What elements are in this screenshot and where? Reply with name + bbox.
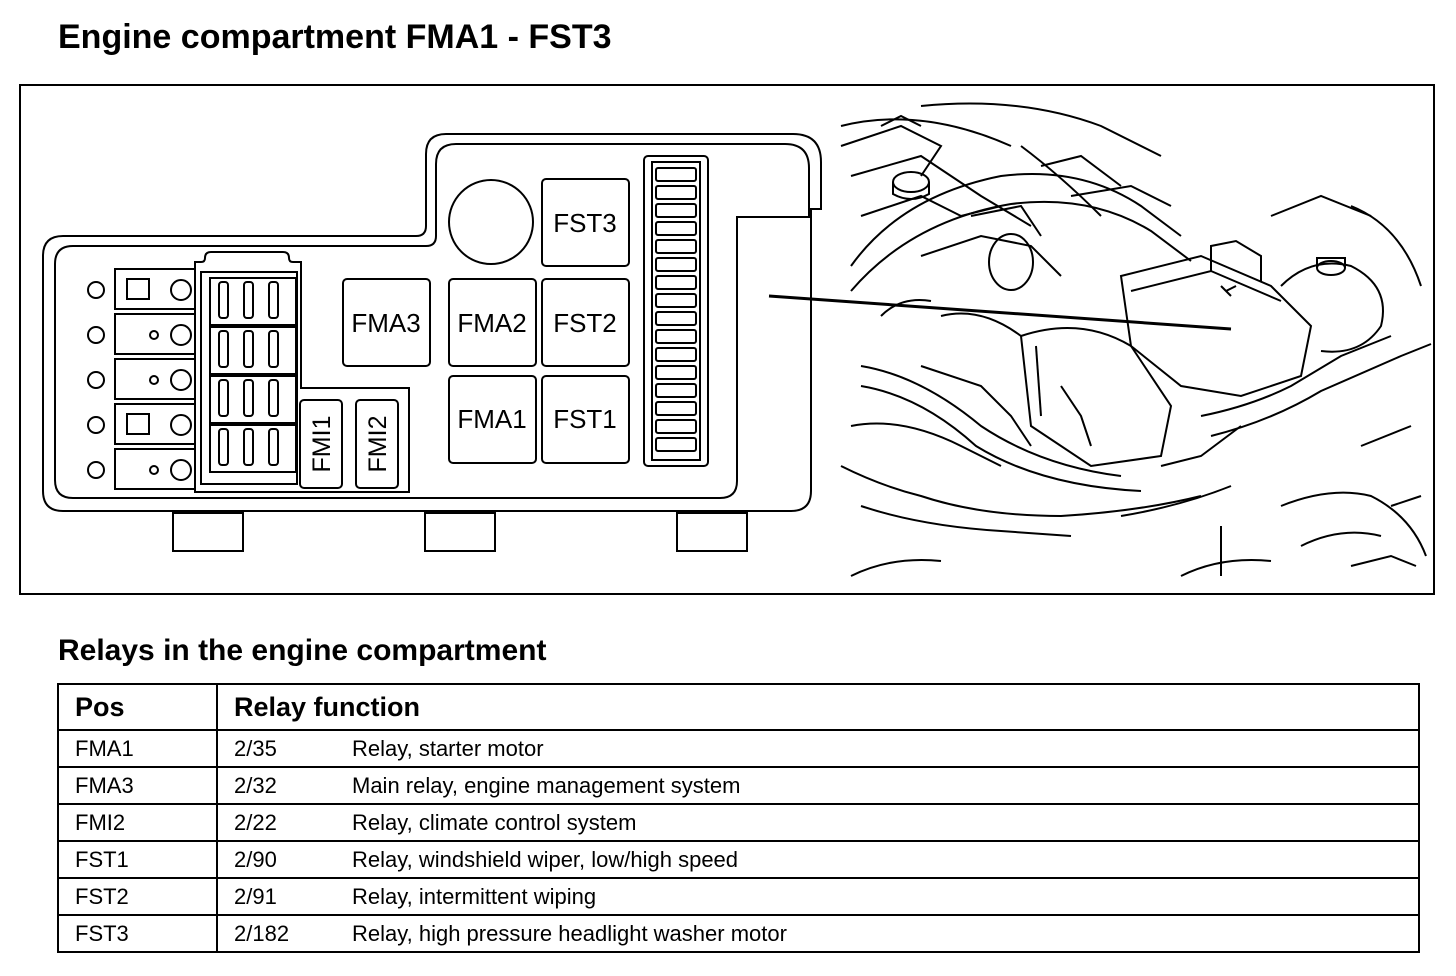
fuse-holder: [194, 251, 410, 493]
table-row: FST3 2/182 Relay, high pressure headlight…: [57, 914, 1420, 953]
table-row: FST2 2/91 Relay, intermittent wiping: [57, 877, 1420, 916]
relay-fst1: [541, 375, 630, 464]
terminal-block: [87, 268, 196, 490]
relay-fst2: [541, 278, 630, 367]
table-header-row: Pos Relay function: [57, 683, 1420, 731]
page-title: Engine compartment FMA1 - FST3: [58, 18, 612, 56]
cell-code: 2/32: [234, 772, 277, 798]
cell-code: 2/90: [234, 846, 277, 872]
round-connector: [448, 179, 534, 265]
fuse-strip-cell: [655, 275, 697, 290]
cell-description: Relay, windshield wiper, low/high speed: [352, 846, 739, 872]
callout-line: [768, 294, 1232, 331]
table-row: FMI2 2/22 Relay, climate control system: [57, 803, 1420, 842]
fuse-box-diagram: FMA3 FMA2 FMA1 FST3 FST2 FST1 FMI1 FMI2: [42, 102, 1432, 577]
relay-table: Pos Relay function FMA1 2/35 Relay, start…: [57, 683, 1420, 953]
fuse-strip-cell: [655, 437, 697, 452]
fuse-strip-cell: [655, 257, 697, 272]
column-header-function: Relay function: [216, 683, 1420, 731]
fuse-strip-cell: [655, 221, 697, 236]
cell-code: 2/182: [234, 920, 290, 946]
cell-code: 2/22: [234, 809, 277, 835]
relay-label-fst3: FST3: [553, 208, 617, 238]
fuse-strip-cell: [655, 365, 697, 380]
relay-fst3: [541, 178, 630, 267]
fuse-strip-cell: [655, 419, 697, 434]
cell-description: Relay, high pressure headlight washer mo…: [352, 920, 787, 946]
fuse-strip-cell: [655, 167, 697, 182]
mount-tab-left: [172, 512, 244, 552]
relay-fma3: [342, 278, 431, 367]
relay-label-fst2: FST2: [553, 308, 617, 338]
cell-pos: FMA3: [57, 766, 218, 805]
cell-pos: FST3: [57, 914, 218, 953]
relay-fmi2: [355, 399, 399, 489]
relay-fma1: [448, 375, 537, 464]
cell-function: 2/35 Relay, starter motor: [216, 729, 1420, 768]
cell-pos: FST2: [57, 877, 218, 916]
table-row: FMA3 2/32 Main relay, engine management s…: [57, 766, 1420, 805]
fuse-strip-cell: [655, 293, 697, 308]
cell-function: 2/22 Relay, climate control system: [216, 803, 1420, 842]
fuse-strip-cell: [655, 383, 697, 398]
relay-label-fma3: FMA3: [351, 308, 420, 338]
relay-label-fmi2: FMI2: [364, 416, 392, 473]
fuse-strip-cell: [655, 239, 697, 254]
column-header-pos: Pos: [57, 683, 218, 731]
fuse-strip-cell: [655, 311, 697, 326]
fuse-strip: [643, 155, 709, 467]
cell-description: Relay, intermittent wiping: [352, 883, 597, 909]
fuse-box-inner-outline: [54, 143, 810, 499]
cell-code: 2/91: [234, 883, 277, 909]
fuse-strip-cell: [655, 347, 697, 362]
table-row: FST1 2/90 Relay, windshield wiper, low/hi…: [57, 840, 1420, 879]
fuse-box-outline: [42, 133, 822, 512]
relay-label-fma2: FMA2: [457, 308, 526, 338]
cell-pos: FMI2: [57, 803, 218, 842]
fuse-strip-cell: [655, 185, 697, 200]
relay-fmi1: [299, 399, 343, 489]
mount-tab-right: [676, 512, 748, 552]
diagram-frame: FMA3 FMA2 FMA1 FST3 FST2 FST1 FMI1 FMI2: [19, 84, 1435, 595]
relay-label-fmi1: FMI1: [308, 416, 336, 473]
cell-description: Relay, climate control system: [352, 809, 637, 835]
relay-label-fma1: FMA1: [457, 404, 526, 434]
cell-description: Relay, starter motor: [352, 735, 544, 761]
fuse-strip-cell: [655, 203, 697, 218]
mount-tab-middle: [424, 512, 496, 552]
cell-code: 2/35: [234, 735, 277, 761]
cell-function: 2/90 Relay, windshield wiper, low/high sp…: [216, 840, 1420, 879]
cell-description: Main relay, engine management system: [352, 772, 741, 798]
relay-fma2: [448, 278, 537, 367]
cell-function: 2/91 Relay, intermittent wiping: [216, 877, 1420, 916]
table-title: Relays in the engine compartment: [58, 634, 547, 667]
cell-function: 2/182 Relay, high pressure headlight wash…: [216, 914, 1420, 953]
fuse-strip-cell: [655, 329, 697, 344]
cell-pos: FMA1: [57, 729, 218, 768]
fuse-strip-cell: [655, 401, 697, 416]
cell-pos: FST1: [57, 840, 218, 879]
table-row: FMA1 2/35 Relay, starter motor: [57, 729, 1420, 768]
relay-label-fst1: FST1: [553, 404, 617, 434]
engine-bay-illustration: [840, 102, 1432, 577]
cell-function: 2/32 Main relay, engine management system: [216, 766, 1420, 805]
